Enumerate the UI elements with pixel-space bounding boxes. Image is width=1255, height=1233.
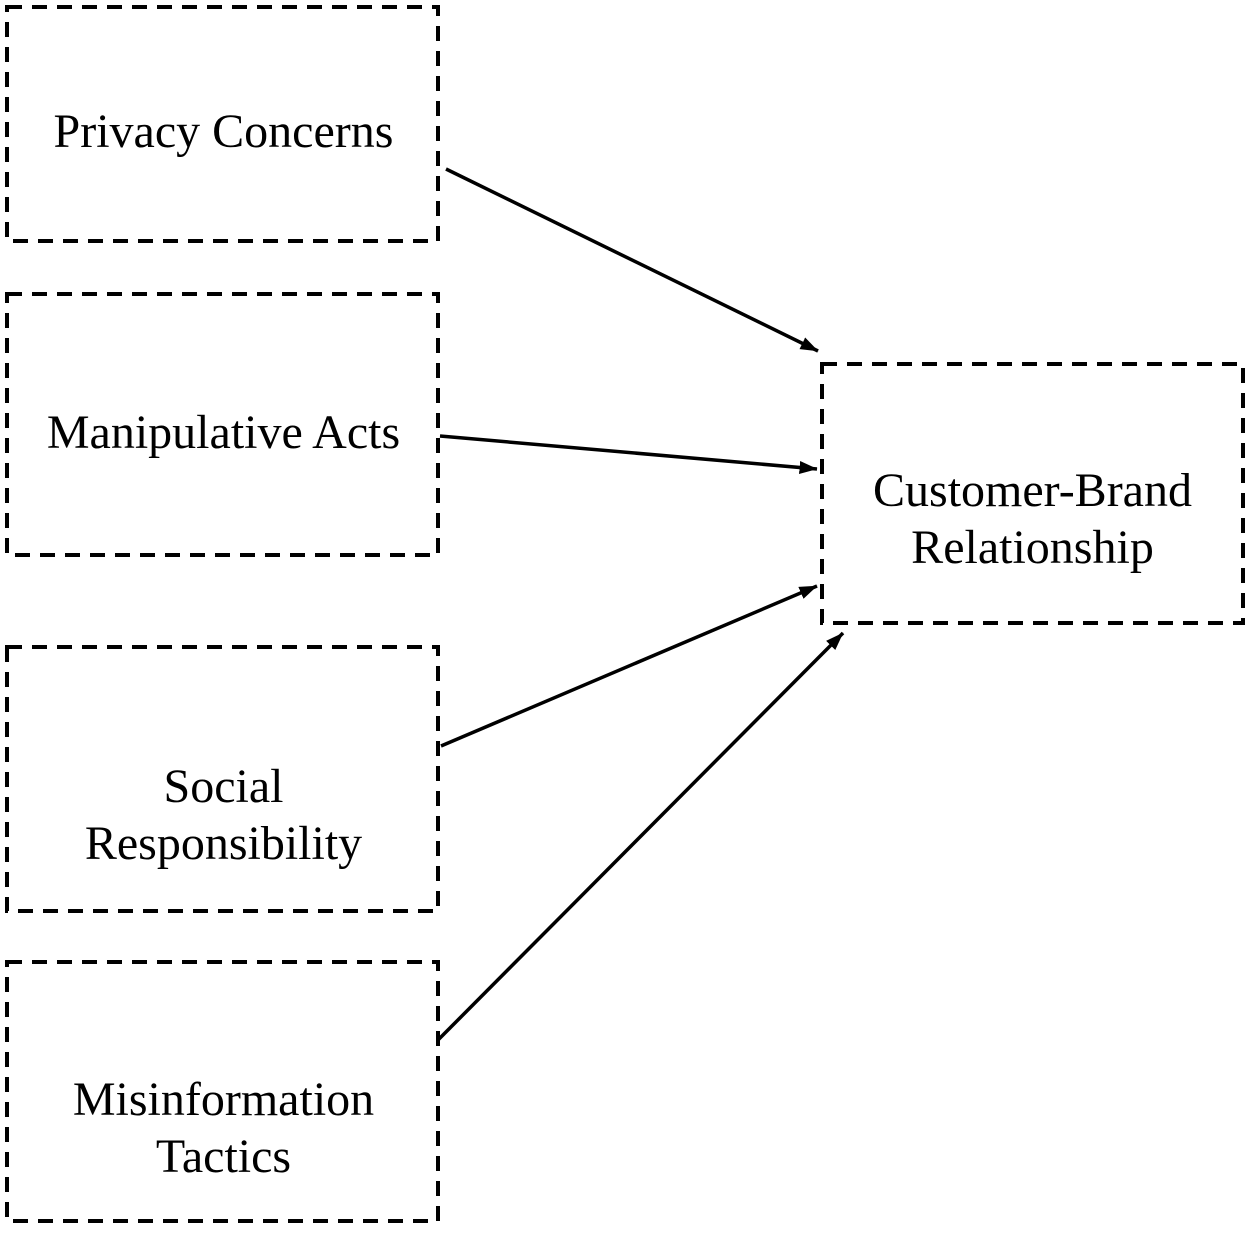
arrow-social-to-relationship: [440, 584, 818, 748]
social-responsibility-box: [5, 645, 440, 913]
manipulative-acts-box: [5, 292, 440, 557]
customer-brand-relationship-box: [820, 362, 1245, 625]
privacy-concerns-box: [5, 5, 440, 243]
manipulative-acts-label: Manipulative Acts: [46, 406, 401, 459]
customer-brand-relationship-label: Customer-Brand Relationship: [873, 464, 1192, 574]
social-responsibility-label: Social Responsibility: [84, 760, 363, 870]
arrow-misinformation-to-relationship: [436, 631, 845, 1042]
privacy-concerns-label: Privacy Concerns: [53, 105, 394, 158]
arrow-manipulative-to-relationship: [439, 434, 818, 474]
misinformation-tactics-label: Misinformation Tactics: [72, 1073, 375, 1183]
arrow-privacy-to-relationship: [445, 167, 819, 353]
misinformation-tactics-box: [5, 960, 440, 1223]
